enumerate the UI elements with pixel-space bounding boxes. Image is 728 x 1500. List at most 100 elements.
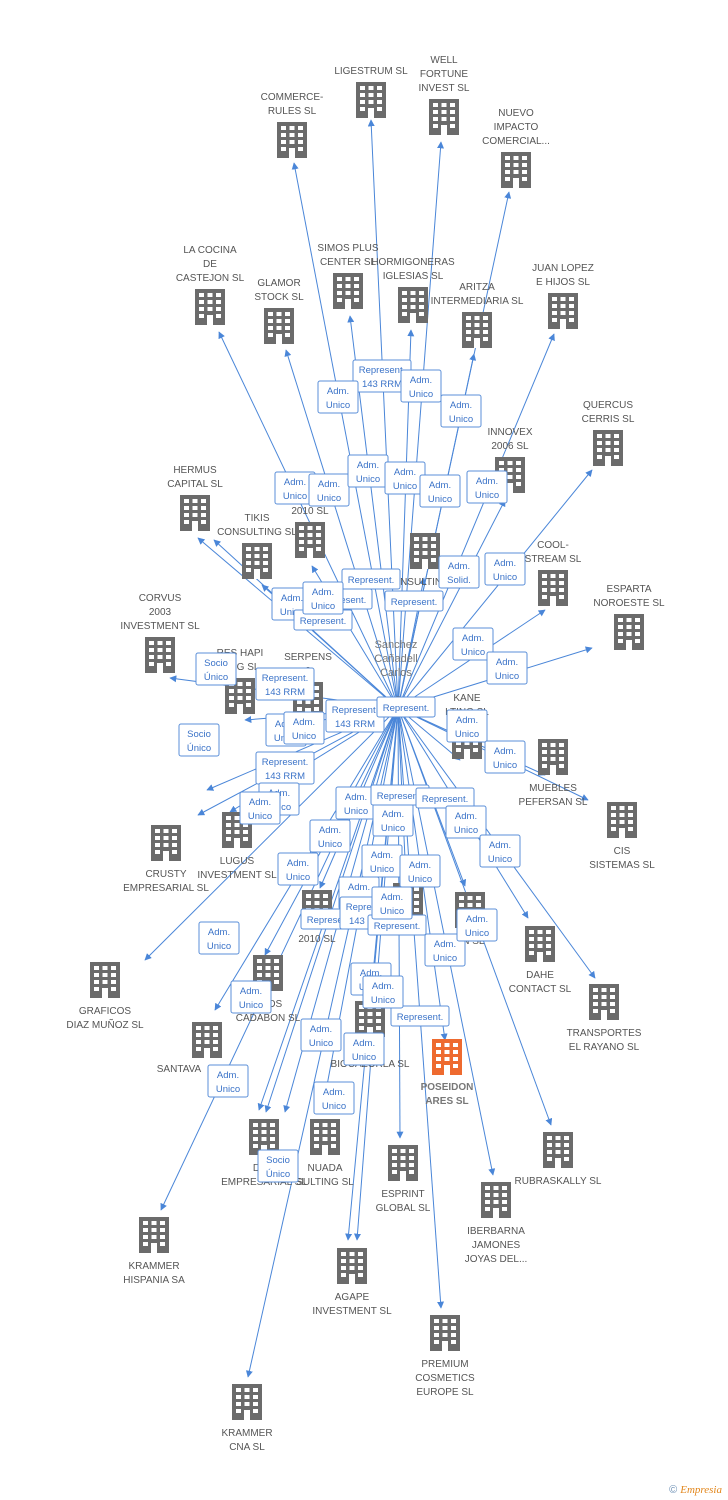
relationship-label[interactable]: Adm.Unico xyxy=(198,921,240,955)
relationship-label[interactable]: Represent. xyxy=(376,696,436,718)
relationship-label[interactable]: Adm.Unico xyxy=(308,473,350,507)
company-node-rubraskally[interactable]: RUBRASKALLY SL xyxy=(515,1132,602,1187)
company-node-n2010a[interactable]: 2010 SL xyxy=(291,506,329,558)
relationship-label[interactable]: Represent. xyxy=(415,787,475,809)
relationship-label[interactable]: Represent. xyxy=(390,1005,450,1027)
relationship-label[interactable]: Adm.Unico xyxy=(207,1064,249,1098)
relationship-label[interactable]: Adm.Unico xyxy=(302,581,344,615)
relationship-label[interactable]: Adm.Unico xyxy=(445,805,487,839)
relationship-label[interactable]: Adm.Unico xyxy=(486,651,528,685)
relationship-label[interactable]: Adm.Unico xyxy=(456,908,498,942)
relationship-label[interactable]: Adm.Unico xyxy=(466,470,508,504)
relationship-label[interactable]: Adm.Unico xyxy=(400,369,442,403)
company-node-nuevo[interactable]: NUEVOIMPACTOCOMERCIAL... xyxy=(482,108,550,188)
relationship-label[interactable]: Adm.Unico xyxy=(283,711,325,745)
relationship-label[interactable]: Adm.Unico xyxy=(239,791,281,825)
relationship-label[interactable]: Represent.143 RRM xyxy=(352,359,412,393)
relationship-label[interactable]: Adm.Unico xyxy=(371,886,413,920)
relationship-label[interactable]: Adm.Unico xyxy=(274,471,316,505)
relationship-label[interactable]: Represent.143 RRM xyxy=(325,699,385,733)
relationship-label[interactable]: Adm.Unico xyxy=(424,933,466,967)
relationship-label[interactable]: Adm.Solid. xyxy=(438,555,480,589)
relationship-label-text: Adm. xyxy=(293,717,315,728)
relationship-label-text: Solid. xyxy=(447,575,471,586)
relationship-label[interactable]: Represent. xyxy=(341,568,401,590)
relationship-label-text: Unico xyxy=(322,1101,346,1112)
relationship-label[interactable]: Represent. xyxy=(293,609,353,631)
relationship-label[interactable]: Represent.143 RRM xyxy=(255,751,315,785)
company-node-ligestrum[interactable]: LIGESTRUM SL xyxy=(334,66,408,118)
relationship-label[interactable]: Adm.Unico xyxy=(317,380,359,414)
relationship-label[interactable]: Represent.143 RRM xyxy=(255,667,315,701)
company-node-n2010b[interactable]: 2010 SL xyxy=(298,890,336,945)
relationship-label-text: Unico xyxy=(286,872,310,883)
company-node-consulting[interactable]: CONSULTING SL xyxy=(385,533,465,588)
relationship-label[interactable]: Adm.Unico xyxy=(300,1018,342,1052)
relationship-label[interactable]: Adm.Unico xyxy=(372,803,414,837)
relationship-label-text: Adm. xyxy=(357,460,379,471)
relationship-label[interactable]: Adm.Unico xyxy=(446,709,488,743)
relationship-label[interactable]: Adm.Unico xyxy=(343,1032,385,1066)
company-node-commerce[interactable]: COMMERCE-RULES SL xyxy=(261,92,324,158)
footer-credit[interactable]: © Empresia xyxy=(669,1484,722,1496)
relationship-label-text: Adm. xyxy=(353,1038,375,1049)
relationship-label[interactable]: Adm.Unico xyxy=(230,980,272,1014)
relationship-label[interactable]: Adm.Unico xyxy=(399,854,441,888)
relationship-label[interactable]: Adm.Unico xyxy=(484,740,526,774)
relationship-label[interactable]: Adm.Unico xyxy=(277,852,319,886)
company-node-santava[interactable]: SANTAVA xyxy=(157,1022,222,1075)
relationship-label[interactable]: Represent. xyxy=(370,784,430,806)
relationship-label[interactable]: Adm.Unico xyxy=(361,844,403,878)
company-node-cool[interactable]: COOL-STREAM SL xyxy=(525,540,582,606)
relationship-label[interactable]: Adm.Unico xyxy=(309,819,351,853)
relationship-edge xyxy=(397,333,555,709)
relationship-label[interactable]: Adm.Unico xyxy=(419,474,461,508)
relationship-label[interactable]: Adm.Unico xyxy=(313,1081,355,1115)
relationship-label[interactable]: Adm.Unico xyxy=(484,552,526,586)
relationship-label[interactable]: Adm.Unico xyxy=(452,627,494,661)
company-name-line: QUERCUS xyxy=(583,400,633,411)
relationship-label-text: Represent. xyxy=(359,365,405,376)
relationship-label[interactable]: Adm.Unico xyxy=(335,786,377,820)
relationship-label[interactable]: Adm.Unico xyxy=(362,975,404,1009)
relationship-label[interactable]: Adm.Unico xyxy=(384,461,426,495)
company-name-line: CONSULTING SL xyxy=(385,577,465,588)
relationship-label[interactable]: Represent. xyxy=(384,590,444,612)
relationship-label[interactable]: Adm.Unico xyxy=(347,454,389,488)
relationship-label[interactable]: Adm.Unico xyxy=(440,394,482,428)
relationship-label[interactable]: Adm.Unico xyxy=(479,834,521,868)
